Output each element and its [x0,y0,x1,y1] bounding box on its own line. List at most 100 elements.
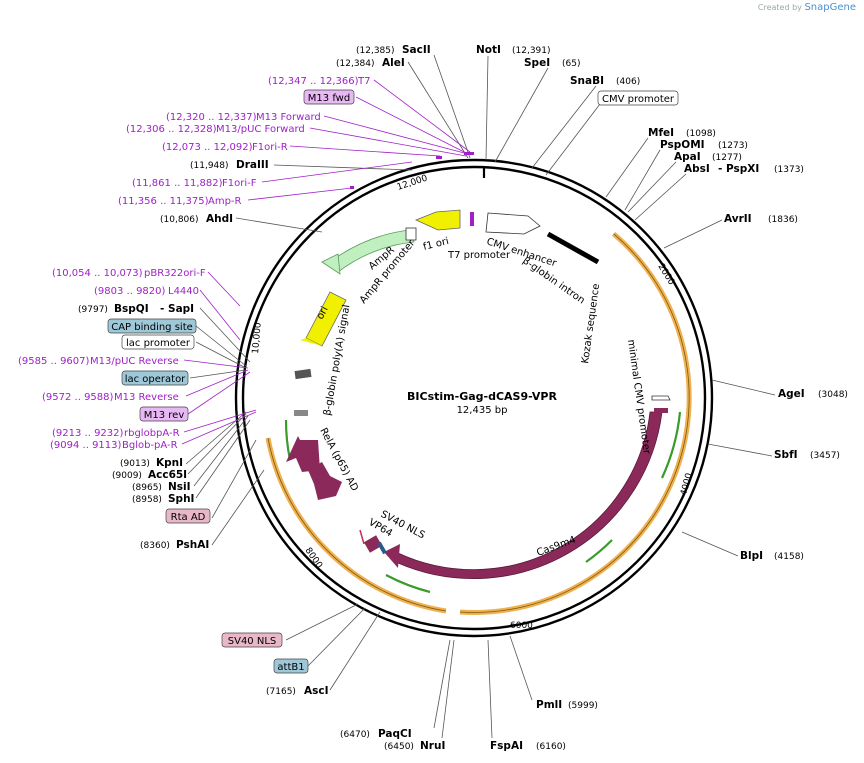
boxed-cmv-promoter[interactable]: CMV promoter [597,90,679,106]
site-mfei[interactable]: MfeI (1098) [648,127,716,139]
site-alei[interactable]: (12,384) AleI [336,57,405,69]
site-spei-pos: (65) [562,59,580,69]
cas9m4-arrowhead [384,544,400,568]
site-nsii-name: NsiI [168,481,191,493]
primer-f1ori-r[interactable]: (12,073 .. 12,092) F1ori-R [162,142,288,153]
site-paqci[interactable]: (6470) PaqCI [340,728,412,740]
boxed-lac-operator[interactable]: lac operator [121,370,189,386]
site-blpi[interactable]: BlpI (4158) [740,550,804,562]
backbone-outer-ring [234,158,714,638]
site-sphi[interactable]: (8958) SphI [132,493,194,505]
site-draiii-name: DraIII [236,159,269,171]
site-bspqi-pos: (9797) [78,305,108,315]
primer-t7-tick [464,152,474,155]
site-pspomi[interactable]: PspOMI (1273) [660,139,748,151]
site-draiii-pos: (11,948) [190,161,229,171]
site-sbfi[interactable]: SbfI (3457) [774,449,840,461]
boxed-lac-promoter[interactable]: lac promoter [121,334,195,350]
site-avrii[interactable]: AvrII (1836) [724,213,798,225]
primer-pbr322ori-f[interactable]: (10,054 .. 10,073) pBR322ori-F [52,268,206,279]
primer-m13puc-reverse-pos: (9585 .. 9607) [18,356,90,367]
boxed-rta-ad[interactable]: Rta AD [165,508,211,524]
site-sapi-name: - SapI [160,303,194,315]
site-fspai-name: FspAI [490,740,523,752]
rta-ad-box [294,410,308,416]
primer-bglob-pa-r-name: Bglob-pA-R [122,440,178,451]
boxed-m13-rev[interactable]: M13 rev [139,406,189,422]
primer-m13-reverse[interactable]: (9572 .. 9588) M13 Reverse [42,392,179,403]
boxed-lac-operator-label: lac operator [125,374,186,385]
site-nsii[interactable]: (8965) NsiI [132,481,191,493]
primer-m13puc-forward[interactable]: (12,306 .. 12,328) M13/pUC Forward [126,124,305,135]
sv40-nls-tick [359,529,365,545]
site-nrui[interactable]: (6450) NruI [384,740,445,752]
site-spei-name: SpeI [524,57,550,69]
boxed-attb1-label: attB1 [277,662,304,673]
green-arrow-left [284,419,292,461]
site-ahdi[interactable]: (10,806) AhdI [160,213,233,225]
site-apai-pos: (1277) [712,153,742,163]
site-apai[interactable]: ApaI (1277) [674,151,742,163]
tick-10000: 10,000 [251,322,264,355]
site-avrii-pos: (1836) [768,215,798,225]
f1-ori-feature [414,209,461,231]
primer-m13-forward-pos: (12,320 .. 12,337) [166,112,257,123]
boxed-sv40-nls[interactable]: SV40 NLS [221,632,283,648]
ori-arrowhead [300,338,322,346]
primer-t7-pos: (12,347 .. 12,366) [268,76,359,87]
site-fspai[interactable]: FspAI (6160) [490,740,566,752]
primer-m13puc-reverse[interactable]: (9585 .. 9607) M13/pUC Reverse [18,356,179,367]
site-ahdi-pos: (10,806) [160,215,199,225]
green-arrow-right-2 [585,539,613,563]
site-pshai-name: PshAI [176,539,209,551]
kozak-marker [651,395,671,401]
site-spei[interactable]: SpeI (65) [524,57,580,69]
site-blpi-name: BlpI [740,550,763,562]
boxed-rta-ad-label: Rta AD [171,512,206,523]
boxed-m13-fwd[interactable]: M13 fwd [303,89,355,105]
vp64-box [363,535,383,553]
primer-rbglobpa-r-pos: (9213 .. 9232) [52,428,124,439]
site-absi-pos: (1373) [774,165,804,175]
site-pshai-pos: (8360) [140,541,170,551]
primer-m13-forward[interactable]: (12,320 .. 12,337) M13 Forward [166,112,321,123]
boxed-cap-binding-site[interactable]: CAP binding site [107,318,197,334]
t7-promoter-marker [470,212,474,226]
site-pspxi-name: - PspXI [718,163,759,175]
primer-f1ori-r-name: F1ori-R [252,142,288,153]
primer-f1ori-f[interactable]: (11,861 .. 11,882) F1ori-F [132,178,257,189]
primer-amp-r[interactable]: (11,356 .. 11,375) Amp-R [118,196,242,207]
site-blpi-pos: (4158) [774,552,804,562]
feature-t7-promoter: T7 promoter [447,250,511,261]
bglobin-intron-feature [546,231,600,265]
primer-rbglobpa-r[interactable]: (9213 .. 9232) rbglobpA-R [52,428,180,439]
primer-l4440[interactable]: (9803 .. 9820) L4440 [94,286,199,297]
site-bspqi[interactable]: (9797) BspQI - SapI [78,303,194,315]
site-agei-pos: (3048) [818,390,848,400]
site-draiii[interactable]: (11,948) DraIII [190,159,269,171]
leader-lines [181,54,776,739]
site-pmli[interactable]: PmlI (5999) [536,699,598,711]
primer-t7[interactable]: (12,347 .. 12,366) T7 [268,76,370,87]
rela-ad-arrow-2 [286,436,320,472]
site-sphi-name: SphI [168,493,194,505]
ampr-promoter-box [405,227,417,241]
site-asci[interactable]: (7165) AscI [266,685,329,697]
site-pshai[interactable]: (8360) PshAI [140,539,209,551]
site-noti-pos: (12,391) [512,46,551,56]
site-absi[interactable]: AbsI - PspXI (1373) [684,163,804,175]
primer-f1ori-f-pos: (11,861 .. 11,882) [132,178,223,189]
primer-bglob-pa-r[interactable]: (9094 .. 9113) Bglob-pA-R [50,440,178,451]
minimal-cmv-box [654,408,668,413]
site-sacii[interactable]: (12,385) SacII [356,44,431,56]
site-snabi[interactable]: SnaBI (406) [570,75,640,87]
ampr-arrowhead [321,253,341,275]
site-kpni[interactable]: (9013) KpnI [120,457,183,469]
boxed-attb1[interactable]: attB1 [273,658,309,674]
boxed-m13-rev-label: M13 rev [144,410,185,421]
site-agei[interactable]: AgeI (3048) [778,388,848,400]
primer-pbr322ori-f-pos: (10,054 .. 10,073) [52,268,143,279]
site-noti[interactable]: NotI (12,391) [476,44,551,56]
primer-amp-r-pos: (11,356 .. 11,375) [118,196,209,207]
site-acc65i[interactable]: (9009) Acc65I [112,469,187,481]
